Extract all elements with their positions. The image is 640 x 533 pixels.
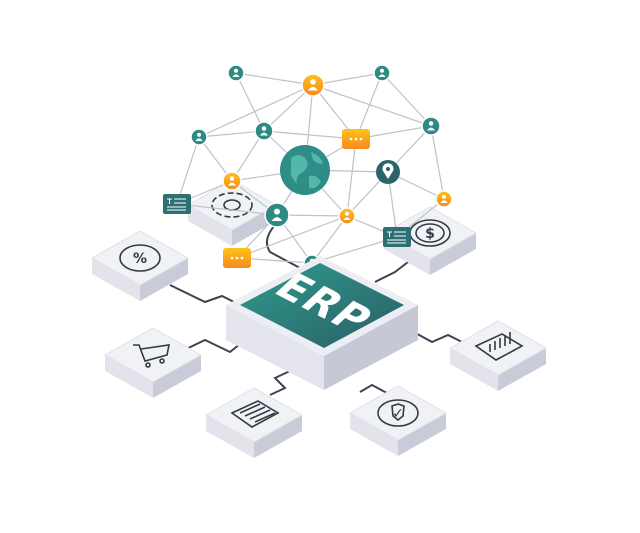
module-tile-shield: ✓ [348, 385, 448, 456]
network-edge [235, 72, 314, 86]
user-icon [301, 73, 325, 97]
erp-block-right-side [324, 305, 418, 390]
user-icon [373, 64, 391, 82]
percent-icon: % [119, 244, 161, 272]
user-icon [264, 202, 290, 228]
svg-text:$: $ [425, 226, 435, 242]
network-edge [430, 125, 445, 200]
wire [409, 329, 463, 344]
user-icon [421, 116, 441, 136]
network-edge [346, 138, 357, 217]
network-edge [235, 72, 265, 132]
network-edge [311, 215, 348, 264]
network-edge [312, 84, 432, 127]
network-edge [263, 130, 357, 140]
module-tile-percent: % [90, 230, 190, 301]
wires [169, 224, 463, 399]
bar-chart-icon [474, 332, 524, 361]
wire [179, 338, 246, 354]
document-icon [230, 400, 280, 428]
wire [265, 224, 301, 269]
location-pin-icon [376, 160, 400, 184]
module-tile-bar-chart [448, 320, 548, 391]
user-icon [435, 190, 453, 208]
module-tile-document [204, 387, 304, 458]
svg-text:✓: ✓ [392, 406, 404, 422]
user-icon [254, 121, 274, 141]
network-nodes [163, 64, 453, 272]
wire [269, 369, 293, 396]
shield-icon: ✓ [377, 399, 419, 427]
module-tiles: % $ ✓ [90, 179, 548, 458]
wire [374, 261, 409, 283]
chat-bubble-icon [223, 248, 251, 268]
erp-block: ERP [226, 256, 418, 390]
network-edge [176, 136, 200, 205]
erp-screen [240, 263, 404, 348]
network-edge [311, 236, 398, 264]
network-edge [355, 72, 383, 140]
network-edge [381, 72, 432, 127]
text-card-icon [163, 194, 191, 214]
network-edge [198, 130, 265, 138]
module-tile-shopping-cart [103, 327, 203, 398]
user-icon [227, 64, 245, 82]
network-edge [176, 203, 278, 216]
globe-icon [280, 145, 330, 195]
network-edge [198, 84, 314, 138]
text-card-icon [383, 227, 411, 247]
chat-bubble-icon [342, 129, 370, 149]
network-edge [236, 215, 348, 259]
dollar-icon: $ [409, 219, 451, 247]
network-edge [231, 130, 265, 182]
user-icon [222, 171, 242, 191]
wire [169, 284, 241, 306]
svg-text:%: % [133, 251, 147, 267]
erp-block-left-side [226, 305, 324, 390]
user-icon [190, 128, 208, 146]
user-icon [338, 207, 356, 225]
